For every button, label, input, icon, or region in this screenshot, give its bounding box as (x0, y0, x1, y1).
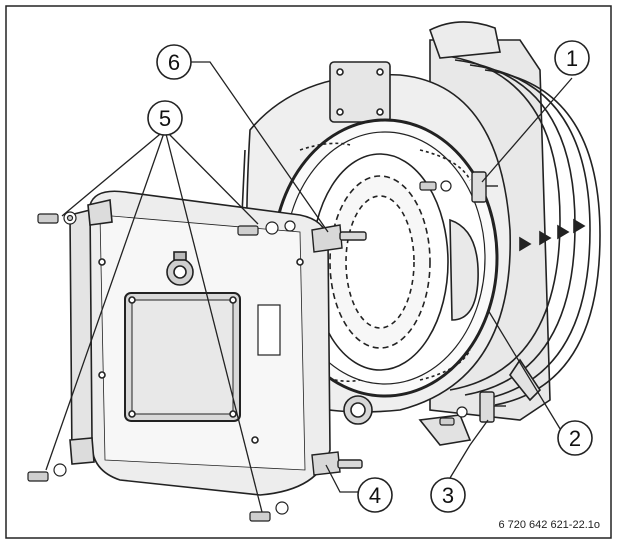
leader-5-c (45, 129, 166, 471)
callout-1: 1 (554, 40, 590, 76)
leader-5-d (164, 129, 263, 513)
callout-3-label: 3 (442, 483, 454, 508)
figure-code: 6 720 642 621-22.1o (498, 519, 600, 531)
screw-top-left (37, 211, 77, 225)
leader-5-a (61, 129, 166, 217)
screw-upper-right (419, 180, 452, 192)
leader-6 (190, 61, 329, 233)
leader-5-b (164, 129, 259, 225)
sensor-upper (471, 171, 498, 203)
monitoring-electrode (311, 451, 363, 476)
callout-2-label: 2 (569, 426, 581, 451)
leader-2 (487, 309, 563, 433)
leader-3 (449, 419, 489, 479)
callout-3: 3 (430, 477, 466, 513)
callout-5-label: 5 (159, 106, 171, 131)
callout-6-label: 6 (168, 50, 180, 75)
flow-arrow (573, 218, 586, 234)
callout-5: 5 (147, 100, 183, 136)
callout-6: 6 (156, 44, 192, 80)
leader-4 (325, 464, 358, 493)
callout-1-label: 1 (566, 46, 578, 71)
callout-4-label: 4 (369, 483, 381, 508)
ignition-electrode (311, 224, 367, 253)
flow-arrow (539, 230, 552, 246)
screw-bottom-left (27, 463, 67, 482)
flow-arrow (557, 224, 570, 240)
flow-arrow (519, 236, 532, 252)
callout-4: 4 (357, 477, 393, 513)
leader-1 (481, 77, 573, 183)
screw-top-center (237, 220, 296, 236)
front-cover-plate (69, 190, 331, 496)
screw-lower-right (439, 406, 468, 426)
leader-lines (45, 61, 573, 513)
callout-2: 2 (557, 420, 593, 456)
screw-bottom-center (249, 501, 289, 522)
